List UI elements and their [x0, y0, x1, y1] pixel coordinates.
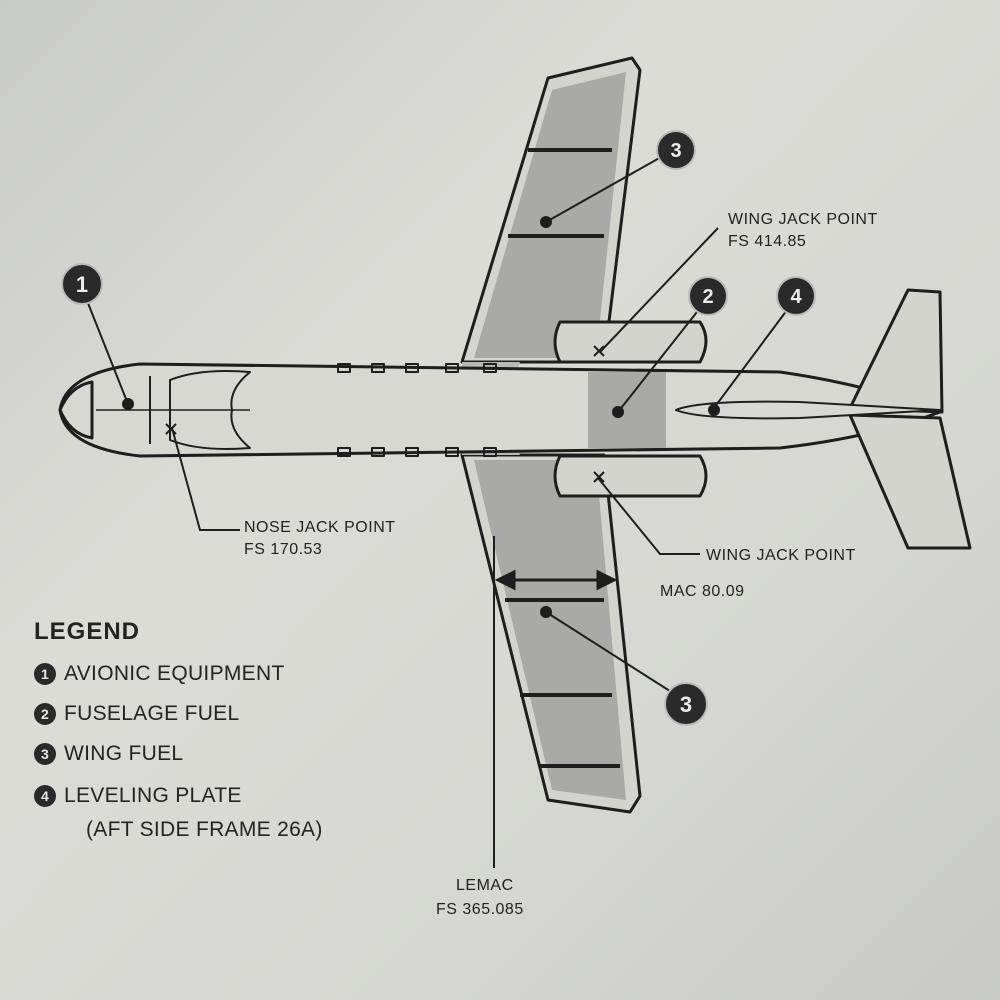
wing-jack-point-lower-label: WING JACK POINT [706, 547, 856, 564]
wing-jack-point-upper-fs: FS 414.85 [728, 233, 807, 250]
nose-cone [58, 380, 94, 440]
lower-wing-fuel [474, 460, 626, 800]
callout-4 [776, 276, 816, 316]
cabin-windows [337, 363, 497, 457]
legend-item-1: 1 AVIONIC EQUIPMENT [34, 662, 285, 686]
legend-item-3: 3 WING FUEL [34, 742, 183, 766]
leader-lines [81, 151, 797, 868]
callout-2 [688, 276, 728, 316]
callout-3-upper [656, 130, 696, 170]
mac-arrow [494, 569, 618, 591]
legend-badge-1: 1 [34, 663, 56, 685]
wing-jack-point-upper-label: WING JACK POINT [728, 211, 878, 228]
nose-jack-point-fs: FS 170.53 [244, 541, 323, 558]
upper-wing-fuel [474, 72, 626, 358]
nose-jack-point-label: NOSE JACK POINT [244, 519, 396, 536]
legend-text-4: LEVELING PLATE [64, 784, 242, 807]
callout-1 [61, 263, 103, 305]
point-markers [122, 216, 720, 618]
upper-horizontal-stabilizer [848, 288, 944, 414]
upper-engine-nacelle [553, 320, 708, 364]
callout-circles [61, 130, 816, 726]
lemac-label: LEMAC [456, 877, 514, 894]
callout-1-num: 1 [76, 272, 88, 297]
callout-4-num: 4 [790, 286, 802, 308]
legend-badge-4: 4 [34, 785, 56, 807]
legend-item-4-sub: (AFT SIDE FRAME 26A) [86, 818, 323, 841]
legend-title: LEGEND [34, 618, 141, 645]
callout-2-num: 2 [702, 286, 713, 308]
legend-item-4: 4 LEVELING PLATE [34, 784, 242, 808]
legend-text-3: WING FUEL [64, 742, 184, 765]
callout-3-upper-num: 3 [670, 140, 681, 162]
callout-3-lower-num: 3 [680, 692, 692, 717]
lower-engine-nacelle [553, 454, 708, 498]
callout-3-lower [664, 682, 708, 726]
legend-badge-3: 3 [34, 743, 56, 765]
legend-text-1: AVIONIC EQUIPMENT [64, 662, 285, 685]
fuselage-fuel [588, 372, 666, 448]
legend-badge-2: 2 [34, 703, 56, 725]
vertical-fin [675, 400, 941, 420]
mac-label: MAC 80.09 [660, 583, 745, 600]
lemac-fs: FS 365.085 [436, 901, 524, 918]
legend-item-2: 2 FUSELAGE FUEL [34, 702, 239, 726]
lower-horizontal-stabilizer [848, 413, 972, 550]
legend-text-2: FUSELAGE FUEL [64, 702, 240, 725]
